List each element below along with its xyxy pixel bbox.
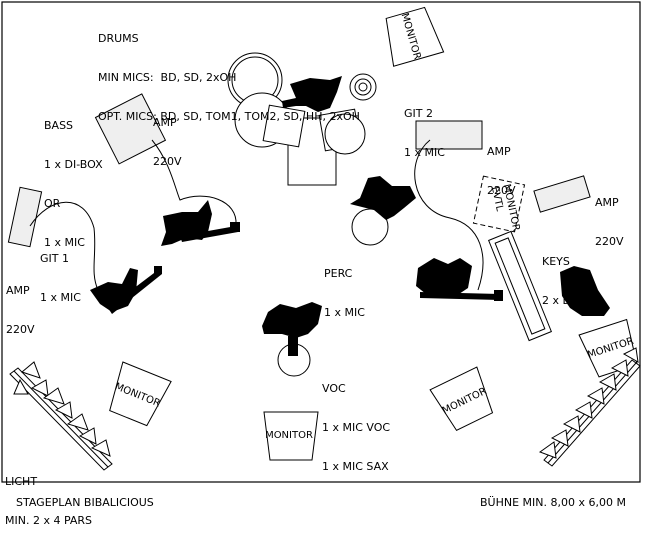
keys-amp-voltage: 220V (595, 235, 624, 248)
monitor-evtl-box (472, 175, 526, 233)
git2-label: GIT 2 1 x MIC (404, 81, 445, 172)
bass-amp-label: AMP 220V (153, 90, 182, 181)
par-light (562, 415, 581, 433)
keys-player-figure (560, 266, 610, 316)
git2-mic: 1 x MIC (404, 146, 445, 159)
licht-pars: MIN. 2 x 4 PARS (5, 514, 93, 527)
monitor-top: MONITOR (385, 6, 445, 67)
par-light (610, 359, 629, 377)
git1-mic: 1 x MIC (40, 291, 81, 304)
keys-keyboard-inner (494, 237, 546, 335)
keys-di-box: 2 x DI-BOX (542, 294, 601, 307)
par-light (42, 387, 65, 405)
git1-label: GIT 1 1 x MIC (40, 226, 81, 317)
bass-player-figure (161, 200, 240, 246)
par-light (78, 427, 97, 445)
par-light (30, 379, 49, 397)
git1-amp-voltage: 220V (6, 323, 35, 336)
drums-min-mics: MIN MICS: BD, SD, 2xOH (98, 71, 237, 84)
git2-name: GIT 2 (404, 107, 433, 120)
perc-player-figure (350, 176, 416, 220)
drums-title: DRUMS (98, 32, 139, 45)
monitor-center: MONITOR (263, 411, 319, 461)
git2-amp-label: AMP 220V (487, 119, 516, 210)
keys-label: KEYS 2 x DI-BOX (542, 229, 601, 320)
voc-name: VOC (322, 382, 346, 395)
git2-cable (414, 139, 484, 291)
par-light (538, 441, 557, 459)
git1-amp-box (7, 186, 43, 248)
keys-amp-box (533, 175, 591, 213)
drummer-figure (282, 76, 342, 112)
par-light (90, 439, 111, 457)
perc-name: PERC (324, 267, 353, 280)
monitor-center-label: MONITOR (265, 430, 313, 441)
drums-opt-mics: OPT. MICS: BD, SD, TOM1, TOM2, SD, HH, 2… (98, 110, 360, 123)
monitor-left: MONITOR (109, 361, 172, 427)
light-truss-right (538, 347, 641, 467)
footer-right: BÜHNE MIN. 8,00 x 6,00 M (480, 496, 626, 509)
par-light (20, 361, 41, 379)
light-truss-left (9, 361, 113, 471)
git1-cable (29, 201, 99, 291)
monitor-right: MONITOR (429, 366, 494, 431)
bass-mic: 1 x MIC (44, 236, 85, 249)
drum-snare (324, 113, 366, 155)
keys-keyboard-outer (487, 230, 553, 342)
git1-name: GIT 1 (40, 252, 69, 265)
voc-player-figure (262, 302, 322, 356)
bass-label: BASS 1 x DI-BOX OR 1 x MIC (44, 93, 103, 262)
bass-amp-voltage: 220V (153, 155, 182, 168)
bass-cable (151, 139, 237, 226)
git1-player-figure (90, 266, 162, 314)
git2-amp-box (415, 120, 483, 150)
voc-mic-voc: 1 x MIC VOC (322, 421, 391, 434)
keys-amp-title: AMP (595, 196, 619, 209)
keys-amp-label: AMP 220V (595, 170, 624, 261)
perc-label: PERC 1 x MIC (324, 241, 365, 332)
stage-border (1, 1, 641, 483)
bass-di-box: 1 x DI-BOX (44, 158, 103, 171)
git2-amp-title: AMP (487, 145, 511, 158)
bass-amp-box (94, 93, 167, 165)
git2-amp-voltage: 220V (487, 184, 516, 197)
drum-kit (227, 52, 377, 186)
bass-name: BASS (44, 119, 74, 132)
git1-amp-label: AMP 220V (6, 258, 35, 349)
par-light (586, 387, 605, 405)
drum-hihat-inner (358, 82, 368, 92)
licht-label: LICHT MIN. 2 x 4 PARS (5, 449, 92, 540)
par-light (622, 347, 639, 363)
keys-name: KEYS (542, 255, 570, 268)
licht-name: LICHT (5, 475, 38, 488)
bass-amp-title: AMP (153, 116, 177, 129)
stage-plan: MONITOR MONITOR MONITOR MONITOR MONITOR (1, 1, 641, 483)
footer-left: STAGEPLAN BIBALICIOUS (16, 496, 154, 509)
voc-mic-circle (277, 343, 311, 377)
par-light (574, 401, 593, 419)
par-light (54, 401, 73, 419)
par-light (550, 429, 569, 447)
git2-player-figure (416, 258, 503, 301)
git1-amp-title: AMP (6, 284, 30, 297)
drum-tom-1 (262, 104, 306, 148)
par-light (13, 378, 29, 395)
par-light (598, 373, 617, 391)
voc-label: VOC 1 x MIC VOC 1 x MIC SAX (322, 356, 390, 486)
par-light (66, 413, 89, 431)
perc-mic: 1 x MIC (324, 306, 365, 319)
voc-mic-sax: 1 x MIC SAX (322, 460, 389, 473)
bass-or: OR (44, 197, 61, 210)
drums-label: DRUMS MIN MICS: BD, SD, 2xOH OPT. MICS: … (98, 6, 360, 136)
